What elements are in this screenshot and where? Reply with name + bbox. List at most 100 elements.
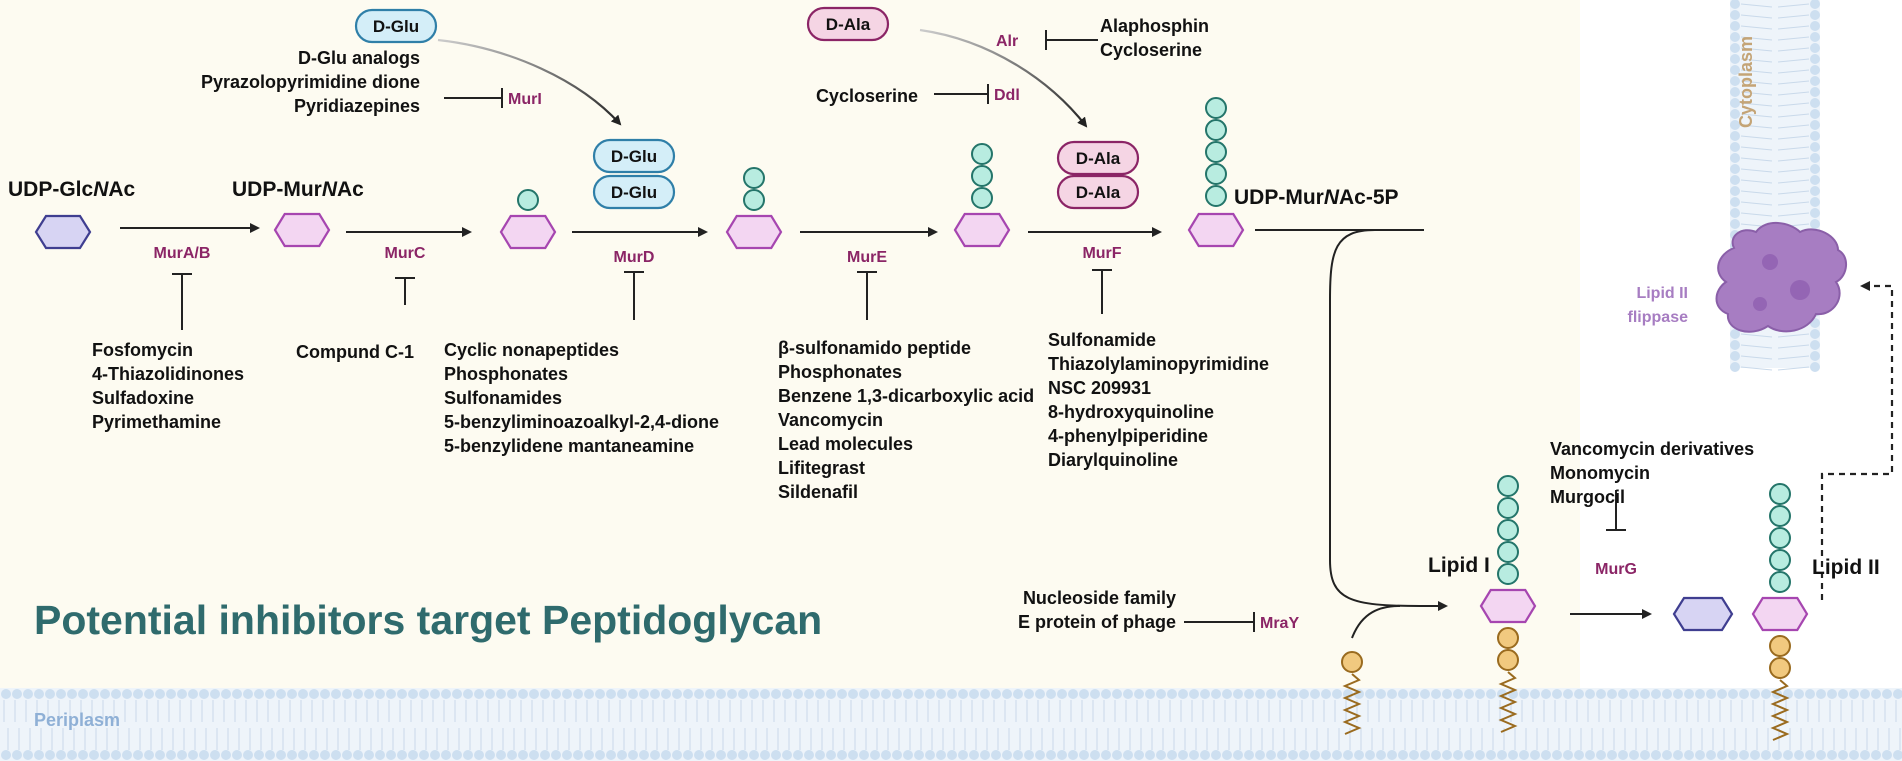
inhibitor-murd-0: Cyclic nonapeptides (444, 340, 619, 360)
background-panel (0, 0, 1580, 688)
inhibitor-murg-1: Monomycin (1550, 463, 1650, 483)
amino-acid-ball-icon (1205, 97, 1227, 119)
inhibitor-alr-0: Alaphosphin (1100, 16, 1209, 36)
amino-acid-ball-icon (1497, 541, 1519, 563)
amino-acid-ball-icon (1769, 549, 1791, 571)
flippase-label-line2: flippase (1628, 309, 1689, 326)
amino-acid-ball-icon (1769, 505, 1791, 527)
amino-acid-ball-icon (1205, 163, 1227, 185)
dashed-arrow-icon (1820, 281, 1894, 600)
svg-text:D-Ala: D-Ala (1076, 183, 1121, 202)
d-glu-pill-1: D-Glu (592, 138, 676, 174)
lipid-carrier-ball-icon (1769, 657, 1791, 679)
inhibitor-murd-4: 5-benzylidene mantaneamine (444, 436, 694, 456)
d-ala-top-pill: D-Ala (806, 6, 890, 42)
inhibitor-mure-1: Phosphonates (778, 362, 902, 382)
amino-acid-ball-icon (1497, 563, 1519, 585)
inhibitor-murg-2: Murgocil (1550, 487, 1625, 507)
inhibitor-mray-0: Nucleoside family (1023, 588, 1176, 608)
amino-acid-ball-icon (1205, 141, 1227, 163)
inhibitor-murf-2: NSC 209931 (1048, 378, 1151, 398)
pathway-line (1351, 605, 1401, 639)
inhibitor-alr-1: Cycloserine (1100, 40, 1202, 60)
lipid-tail-icon (1770, 679, 1790, 741)
lipid-carrier-ball-icon (1497, 627, 1519, 649)
enzyme-mray: MraY (1260, 615, 1299, 632)
d-glu-top-pill: D-Glu (354, 8, 438, 44)
inhibitor-murc-0: Compund C-1 (296, 342, 414, 362)
amino-acid-ball-icon (1205, 119, 1227, 141)
arrow-icon (1329, 229, 1448, 611)
periplasm-membrane (0, 688, 1902, 761)
amino-acid-ball-icon (971, 143, 993, 165)
svg-text:D-Glu: D-Glu (611, 183, 657, 202)
amino-acid-ball-icon (971, 187, 993, 209)
svg-text:D-Glu: D-Glu (611, 147, 657, 166)
hexagon-murnac-icon (1479, 588, 1537, 624)
d-ala-pill-1: D-Ala (1056, 140, 1140, 176)
lipid-i-label: Lipid I (1428, 554, 1490, 577)
amino-acid-ball-icon (1497, 475, 1519, 497)
inhibitor-murd-2: Sulfonamides (444, 388, 562, 408)
inhibitor-murf-1: Thiazolylaminopyrimidine (1048, 354, 1269, 374)
d-glu-pill-2: D-Glu (592, 174, 676, 210)
cytoplasm-label: Cytoplasm (1736, 36, 1756, 128)
inhibitor-mura-2: Sulfadoxine (92, 388, 194, 408)
inhibitor-murf-0: Sulfonamide (1048, 330, 1156, 350)
amino-acid-ball-icon (517, 189, 539, 211)
inhibitors-mure: β-sulfonamido peptidePhosphonatesBenzene… (778, 338, 1034, 502)
inhibitor-murd-3: 5-benzyliminoazoalkyl-2,4-dione (444, 412, 719, 432)
inhibitor-mure-3: Vancomycin (778, 410, 883, 430)
flippase-protein-icon (1715, 222, 1847, 333)
amino-acid-ball-icon (1769, 527, 1791, 549)
amino-acid-ball-icon (1769, 571, 1791, 593)
amino-acid-ball-icon (1497, 497, 1519, 519)
hexagon-glcnac-icon (34, 214, 92, 250)
inhibitors-ddl: Cycloserine (816, 86, 918, 106)
inhibitor-murd-1: Phosphonates (444, 364, 568, 384)
inhibitor-murg-0: Vancomycin derivatives (1550, 439, 1754, 459)
enzyme-mure: MurE (847, 249, 887, 266)
amino-acid-ball-icon (1205, 185, 1227, 207)
lipid-carrier-ball-icon (1341, 651, 1363, 673)
lipid-tail-icon (1342, 673, 1362, 735)
t-bar-inhibition-icon (172, 30, 1626, 632)
hexagon-murnac-icon (1751, 596, 1809, 632)
lipid-tail-icon (1498, 671, 1518, 733)
inhibitors-mura: Fosfomycin 4-ThiazolidinonesSulfadoxinePy… (92, 340, 244, 432)
amino-acid-ball-icon (743, 189, 765, 211)
inhibitor-mure-2: Benzene 1,3-dicarboxylic acid (778, 386, 1034, 406)
enzyme-murc: MurC (385, 245, 426, 262)
inhibitor-muri-0: D-Glu analogs (298, 48, 420, 68)
inhibitor-mure-5: Lifitegrast (778, 458, 865, 478)
hexagon-glcnac-icon (1672, 596, 1734, 632)
udp-murnac-label: UDP-MurNAc (232, 178, 364, 201)
flippase-label-line1: Lipid II (1636, 285, 1688, 302)
inhibitor-ddl-0: Cycloserine (816, 86, 918, 106)
enzyme-murf: MurF (1082, 245, 1121, 262)
inhibitor-muri-1: Pyrazolopyrimidine dione (201, 72, 420, 92)
lipid-ii-label: Lipid II (1812, 556, 1880, 579)
inhibitor-mura-3: Pyrimethamine (92, 412, 221, 432)
inhibitor-murf-5: Diarylquinoline (1048, 450, 1178, 470)
inhibitor-mura-1: 4-Thiazolidinones (92, 364, 244, 384)
inhibitor-mure-4: Lead molecules (778, 434, 913, 454)
hexagon-murnac-icon (1187, 212, 1245, 248)
lipid-carrier-ball-icon (1769, 635, 1791, 657)
hexagon-murnac-icon (953, 212, 1011, 248)
periplasm-label: Periplasm (34, 710, 120, 730)
d-ala-pill-2: D-Ala (1056, 174, 1140, 210)
enzyme-alr: Alr (996, 33, 1018, 50)
udp-glcnac-label: UDP-GlcNAc (8, 178, 136, 201)
amino-acid-ball-icon (743, 167, 765, 189)
amino-acid-ball-icon (1769, 483, 1791, 505)
arrow-icon (919, 28, 1088, 128)
svg-text:D-Ala: D-Ala (826, 15, 871, 34)
lipid-carrier-ball-icon (1497, 649, 1519, 671)
inhibitor-mura-0: Fosfomycin (92, 340, 193, 360)
hexagon-murnac-icon (499, 214, 557, 250)
